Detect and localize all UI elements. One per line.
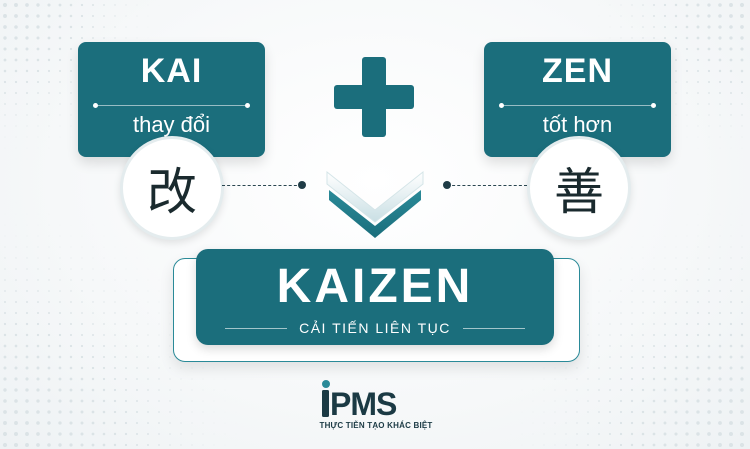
chevron-down-icon xyxy=(326,170,424,238)
result-title: KAIZEN xyxy=(276,260,474,313)
subtitle-left-line xyxy=(225,327,288,329)
kai-title: KAI xyxy=(140,52,203,90)
plus-icon xyxy=(334,57,414,137)
logo-wordmark-text: PMS xyxy=(330,386,397,421)
result-subtitle-row: CẢI TIẾN LIÊN TỤC xyxy=(196,319,554,337)
right-dashed-connector xyxy=(443,181,527,189)
kai-kanji-circle: 改 xyxy=(120,136,224,240)
ipms-logo-mark: PMS xyxy=(322,380,398,421)
ipms-logo: PMS THỰC TIỄN TẠO KHÁC BIỆT xyxy=(318,379,434,435)
zen-kanji-circle: 善 xyxy=(527,136,631,240)
left-dashed-connector xyxy=(222,181,306,189)
zen-meaning: tốt hơn xyxy=(542,112,613,137)
zen-divider xyxy=(499,103,656,108)
subtitle-right-line xyxy=(462,327,525,329)
kai-meaning: thay đổi xyxy=(132,112,211,137)
result-subtitle: CẢI TIẾN LIÊN TỤC xyxy=(299,320,451,336)
kai-divider xyxy=(93,103,250,108)
result-banner: KAIZEN CẢI TIẾN LIÊN TỤC xyxy=(196,249,554,345)
zen-title: ZEN xyxy=(542,52,613,90)
logo-tagline: THỰC TIỄN TẠO KHÁC BIỆT xyxy=(319,421,433,430)
